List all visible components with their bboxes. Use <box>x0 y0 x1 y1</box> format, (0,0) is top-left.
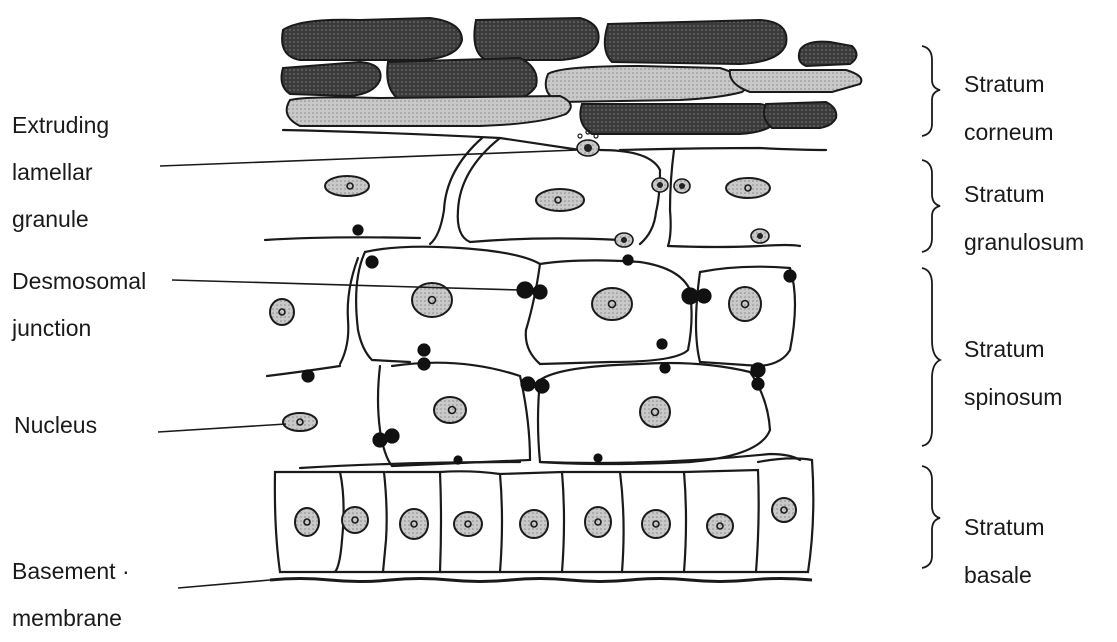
brace-basale <box>922 466 940 568</box>
label-nucleus: Nucleus <box>14 414 97 437</box>
label-line: Stratum <box>964 170 1084 218</box>
stratum-corneum-cells <box>282 18 862 134</box>
keratin-cell <box>546 66 747 102</box>
label-basement-membrane: Basement · membrane <box>12 548 130 642</box>
label-stratum-granulosum: Stratum granulosum <box>964 170 1084 266</box>
nucleus <box>729 287 761 321</box>
nucleus <box>434 397 466 423</box>
desmosome <box>521 377 535 391</box>
keratin-cell <box>282 62 381 96</box>
nucleus <box>772 498 796 522</box>
desmosome <box>623 255 633 265</box>
label-line: Desmosomal <box>12 258 146 305</box>
keratin-cell <box>730 70 862 92</box>
brace-granulosum <box>922 160 940 252</box>
epidermis-svg <box>0 0 1117 617</box>
label-line: Stratum <box>964 325 1062 373</box>
keratin-cell <box>580 104 778 134</box>
desmosome <box>657 339 667 349</box>
nucleus <box>585 507 611 537</box>
label-line: Stratum <box>964 503 1045 551</box>
desmosome <box>533 285 547 299</box>
leader-nucleus <box>158 424 286 432</box>
nucleus <box>726 178 770 198</box>
label-extruding-lamellar-granule: Extruding lamellar granule <box>12 102 109 243</box>
nucleus <box>454 512 482 536</box>
nucleus <box>520 510 548 538</box>
label-line: Basement · <box>12 548 130 595</box>
desmosome <box>302 370 314 382</box>
label-line: basale <box>964 551 1045 599</box>
nucleus <box>707 514 733 538</box>
label-stratum-corneum: Stratum corneum <box>964 60 1053 156</box>
label-line: granule <box>12 196 109 243</box>
label-line: spinosum <box>964 373 1062 421</box>
nucleus <box>342 507 368 533</box>
label-stratum-spinosum: Stratum spinosum <box>964 325 1062 421</box>
desmosome <box>535 379 549 393</box>
leader-extruding-granule <box>160 150 578 166</box>
layer-braces <box>922 46 940 568</box>
desmosome <box>784 270 796 282</box>
basement-membrane-line <box>270 579 812 582</box>
label-line: Nucleus <box>14 414 97 437</box>
leader-basement-membrane <box>178 580 270 588</box>
desmosome <box>752 378 764 390</box>
brace-spinosum <box>922 268 940 446</box>
desmosome <box>353 225 363 235</box>
desmosome <box>697 289 711 303</box>
keratin-cell <box>282 18 462 60</box>
keratin-cell <box>764 102 836 128</box>
nucleus <box>642 510 670 538</box>
label-line: granulosum <box>964 218 1084 266</box>
label-line: lamellar <box>12 149 109 196</box>
label-line: membrane <box>12 595 130 642</box>
keratin-cell <box>474 18 598 60</box>
nucleus <box>270 299 294 325</box>
brace-corneum <box>922 46 940 136</box>
nucleus <box>295 508 319 536</box>
label-desmosomal-junction: Desmosomal junction <box>12 258 146 352</box>
desmosome <box>454 456 462 464</box>
nucleus <box>592 288 632 320</box>
desmosome <box>660 363 670 373</box>
nucleus <box>283 413 317 431</box>
nucleus <box>536 189 584 211</box>
label-line: Extruding <box>12 102 109 149</box>
leader-desmosomal-junction <box>172 280 520 290</box>
nucleus <box>400 509 428 539</box>
keratin-cell <box>799 42 857 66</box>
label-line: corneum <box>964 108 1053 156</box>
nucleus <box>640 397 670 427</box>
desmosome <box>418 344 430 356</box>
desmosome <box>385 429 399 443</box>
desmosome <box>751 363 765 377</box>
desmosome <box>366 256 378 268</box>
keratin-cell <box>287 96 571 126</box>
label-line: Stratum <box>964 60 1053 108</box>
desmosome <box>682 288 698 304</box>
desmosome <box>594 454 602 462</box>
label-line: junction <box>12 305 146 352</box>
desmosomes <box>302 225 796 464</box>
keratin-cell <box>605 20 787 64</box>
desmosome <box>418 358 430 370</box>
keratin-cell <box>387 58 536 102</box>
label-stratum-basale: Stratum basale <box>964 503 1045 599</box>
epidermis-diagram: Extruding lamellar granule Desmosomal ju… <box>0 0 1117 617</box>
